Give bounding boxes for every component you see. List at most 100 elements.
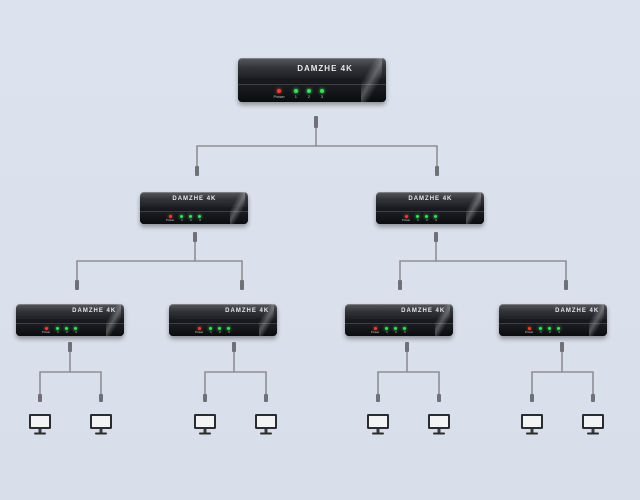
- monitor-icon: [582, 414, 604, 435]
- indicator-label: 3: [558, 330, 560, 334]
- connector: [240, 280, 244, 290]
- output-led-icon: [293, 89, 298, 93]
- indicator-label: 1: [181, 218, 183, 222]
- power-led-icon: [44, 327, 48, 330]
- output-led-icon: [434, 215, 438, 218]
- low-splitter-3: DAMZHE 4K Power 1 2 3: [345, 304, 453, 336]
- connector: [530, 394, 534, 402]
- output-led-icon: [557, 327, 561, 330]
- indicator-label: Power: [165, 218, 175, 222]
- output-indicator-3: 3: [74, 327, 78, 334]
- output-indicator-2: 2: [65, 327, 69, 334]
- power-led-icon: [527, 327, 531, 330]
- output-indicator-2: 2: [548, 327, 552, 334]
- connector: [195, 166, 199, 176]
- power-indicator: Power: [274, 89, 285, 99]
- output-indicator-3: 3: [434, 215, 438, 222]
- indicator-label: 1: [294, 94, 297, 99]
- brand-label: DAMZHE 4K: [172, 196, 217, 203]
- power-indicator: Power: [165, 215, 175, 222]
- connector: [560, 342, 564, 352]
- output-indicator-1: 1: [539, 327, 543, 334]
- output-led-icon: [74, 327, 78, 330]
- brand-label: DAMZHE 4K: [401, 308, 446, 315]
- connector: [314, 116, 318, 128]
- indicator-label: 1: [386, 330, 388, 334]
- connector: [68, 342, 72, 352]
- splitter-body: DAMZHE 4K Power 1 2 3: [238, 58, 386, 102]
- indicator-label: Power: [273, 94, 285, 99]
- indicator-row: Power 1 2 3: [42, 327, 78, 334]
- splitter-body: DAMZHE 4K Power 1 2 3: [140, 192, 248, 224]
- output-led-icon: [209, 327, 213, 330]
- low-splitter-4: DAMZHE 4K Power 1 2 3: [499, 304, 607, 336]
- output-led-icon: [306, 89, 311, 93]
- monitor-icon: [521, 414, 543, 435]
- output-indicator-2: 2: [394, 327, 398, 334]
- front-panel: [238, 84, 386, 102]
- indicator-label: 1: [210, 330, 212, 334]
- connector: [434, 232, 438, 242]
- indicator-label: 2: [219, 330, 221, 334]
- output-indicator-1: 1: [416, 215, 420, 222]
- monitor-icon: [194, 414, 216, 435]
- output-led-icon: [394, 327, 398, 330]
- output-indicator-1: 1: [293, 89, 298, 99]
- front-panel: [376, 210, 484, 224]
- connector: [193, 232, 197, 242]
- connector: [75, 280, 79, 290]
- connector: [591, 394, 595, 402]
- indicator-label: 1: [417, 218, 419, 222]
- connector: [437, 394, 441, 402]
- indicator-row: Power 1 2 3: [274, 89, 324, 99]
- connector: [405, 342, 409, 352]
- output-indicator-3: 3: [403, 327, 407, 334]
- output-indicator-2: 2: [218, 327, 222, 334]
- power-led-icon: [404, 215, 408, 218]
- brand-label: DAMZHE 4K: [225, 308, 270, 315]
- connector: [203, 394, 207, 402]
- indicator-label: 3: [228, 330, 230, 334]
- indicator-label: Power: [401, 218, 411, 222]
- output-led-icon: [56, 327, 60, 330]
- output-led-icon: [180, 215, 184, 218]
- indicator-label: 2: [307, 94, 310, 99]
- indicator-row: Power 1 2 3: [402, 215, 438, 222]
- indicator-label: 2: [66, 330, 68, 334]
- indicator-label: 2: [426, 218, 428, 222]
- output-led-icon: [385, 327, 389, 330]
- output-led-icon: [403, 327, 407, 330]
- output-led-icon: [198, 215, 202, 218]
- indicator-row: Power 1 2 3: [371, 327, 407, 334]
- power-indicator: Power: [42, 327, 50, 334]
- indicator-label: 3: [404, 330, 406, 334]
- monitor-icon: [90, 414, 112, 435]
- connector: [435, 166, 439, 176]
- output-led-icon: [218, 327, 222, 330]
- output-led-icon: [425, 215, 429, 218]
- front-panel: [140, 210, 248, 224]
- front-panel: [499, 322, 607, 336]
- power-led-icon: [277, 89, 282, 93]
- low-splitter-1: DAMZHE 4K Power 1 2 3: [16, 304, 124, 336]
- connector: [99, 394, 103, 402]
- output-led-icon: [416, 215, 420, 218]
- output-led-icon: [189, 215, 193, 218]
- output-indicator-1: 1: [209, 327, 213, 334]
- output-indicator-3: 3: [198, 215, 202, 222]
- indicator-row: Power 1 2 3: [166, 215, 202, 222]
- output-led-icon: [539, 327, 543, 330]
- output-led-icon: [548, 327, 552, 330]
- output-led-icon: [227, 327, 231, 330]
- brand-label: DAMZHE 4K: [408, 196, 453, 203]
- power-indicator: Power: [195, 327, 203, 334]
- output-led-icon: [319, 89, 324, 93]
- output-led-icon: [65, 327, 69, 330]
- indicator-label: 3: [320, 94, 323, 99]
- connector: [264, 394, 268, 402]
- output-indicator-1: 1: [180, 215, 184, 222]
- power-indicator: Power: [371, 327, 379, 334]
- low-splitter-2: DAMZHE 4K Power 1 2 3: [169, 304, 277, 336]
